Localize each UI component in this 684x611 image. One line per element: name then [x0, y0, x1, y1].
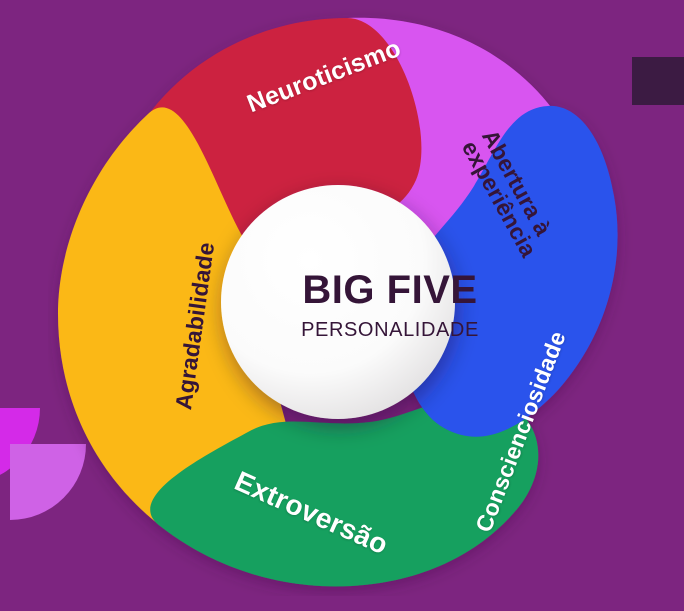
personality-wheel: Neuroticismo Abertura à experiência Cons…: [48, 8, 636, 596]
wheel-svg: [58, 17, 618, 587]
center-hub: [221, 185, 455, 419]
petal-extroversao[interactable]: [150, 396, 539, 587]
decorative-square: [632, 57, 684, 105]
petal-agradabilidade[interactable]: [58, 107, 294, 547]
petal-conscienciosidade[interactable]: [400, 105, 618, 437]
